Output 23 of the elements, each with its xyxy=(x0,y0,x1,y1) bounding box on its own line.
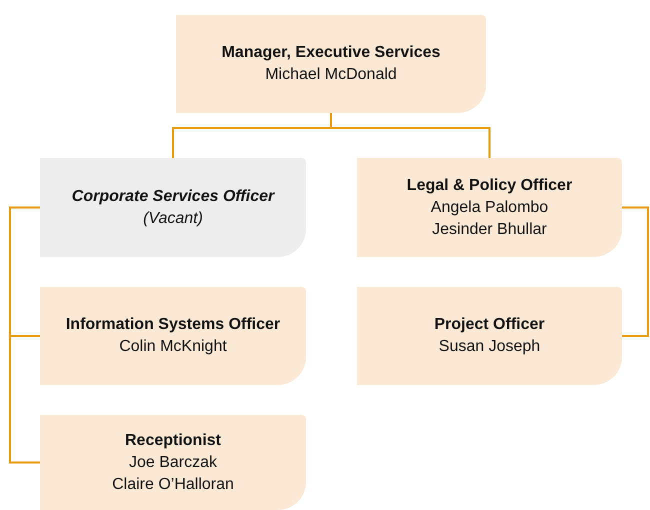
connector-line xyxy=(622,206,649,337)
position-title: Manager, Executive Services xyxy=(222,43,440,63)
person-name: Colin McKnight xyxy=(119,337,227,357)
position-box xyxy=(176,15,486,113)
vacant-position-box xyxy=(40,158,306,257)
person-name: (Vacant) xyxy=(143,208,203,228)
position-box xyxy=(40,415,306,510)
person-name: Susan Joseph xyxy=(438,337,540,357)
position-title: Information Systems Officer xyxy=(66,315,280,335)
position-box xyxy=(357,287,622,385)
position-box xyxy=(357,158,622,257)
position-title: Corporate Services Officer xyxy=(72,186,274,206)
connector-line xyxy=(330,113,490,158)
connector-line xyxy=(9,206,40,464)
person-name: Angela Palombo xyxy=(430,198,548,218)
position-box xyxy=(40,287,306,385)
person-name: Jesinder Bhullar xyxy=(432,220,547,240)
person-name: Michael McDonald xyxy=(265,65,397,85)
position-title: Project Officer xyxy=(434,315,545,335)
person-name: Claire O’Halloran xyxy=(112,474,234,494)
person-name: Joe Barczak xyxy=(128,452,218,472)
position-title: Legal & Policy Officer xyxy=(406,176,572,196)
position-title: Receptionist xyxy=(124,430,221,450)
